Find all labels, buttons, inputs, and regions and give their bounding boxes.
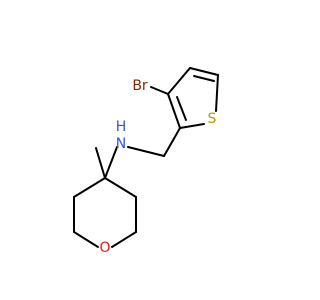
bond-cq-methyl [95, 147, 106, 179]
bond-ch2-n [127, 146, 165, 157]
oxane-ring [73, 177, 137, 248]
bond-c2-c3-double [176, 96, 187, 121]
bond-c4-c5 [189, 67, 219, 76]
bond-n-cq [104, 146, 118, 179]
bond-s-c2 [179, 123, 205, 129]
sulfur-label: S [208, 111, 217, 127]
bond-c2-c3 [167, 93, 181, 129]
bond-c5r-cq [73, 177, 106, 198]
bromine-label: Br [132, 78, 148, 94]
bond-c4-c5-double [193, 75, 215, 82]
oxygen-label: O [99, 240, 110, 256]
bond-o-c6r [73, 231, 99, 248]
thiophene-ring [167, 67, 219, 129]
bond-c2-ch2 [163, 127, 181, 157]
bond-c2r-o [111, 231, 137, 248]
hydrogen-label: H [116, 119, 127, 135]
bond-cq-c3r [104, 177, 137, 198]
bond-c5-s [215, 74, 219, 112]
nitrogen-label: N [116, 136, 126, 152]
bond-c3-br [150, 86, 169, 95]
bond-c3-c4 [167, 67, 191, 95]
molecule-diagram: Br S N H O [73, 67, 219, 256]
